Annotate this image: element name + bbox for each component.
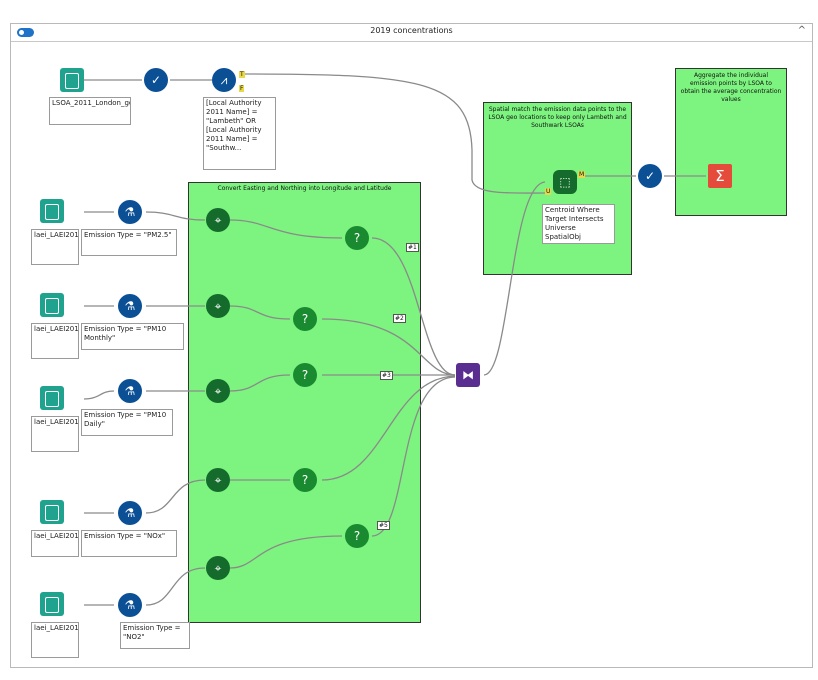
annotation-input-5: laei_LAEI2019v3_CorNOx15_NO2.csv — [31, 622, 79, 658]
connection-label-2: #2 — [393, 314, 406, 323]
anchor-label-U: U — [545, 188, 552, 195]
container-titlebar: 2019 concentrations ^ — [11, 24, 812, 42]
annotation-input-2: laei_LAEI2019v3_CorNOx15_PM10m.csv — [31, 323, 79, 359]
annotation-formula-3: Emission Type = "PM10 Daily" — [81, 409, 173, 436]
annotation-formula-1: Emission Type = "PM2.5" — [81, 229, 177, 256]
input-data-icon-4[interactable] — [40, 500, 64, 524]
formula-tool-icon-4[interactable]: ⚗ — [118, 501, 142, 525]
formula-tool-icon-1[interactable]: ⚗ — [118, 200, 142, 224]
spatial-tool-icon-5[interactable]: ⌖ — [206, 556, 230, 580]
input-data-icon-2[interactable] — [40, 293, 64, 317]
container-convert[interactable]: Convert Easting and Northing into Longit… — [188, 182, 421, 623]
connection-label-1: #1 — [406, 243, 419, 252]
annotation-formula-5: Emission Type = "NO2" — [120, 622, 190, 649]
anchor-label-T: T — [239, 71, 245, 78]
anchor-label-M: M — [578, 171, 586, 178]
connection-label-3: #3 — [380, 371, 393, 380]
detour-tool-icon-1[interactable]: ? — [345, 226, 369, 250]
collapse-icon[interactable]: ^ — [797, 25, 806, 36]
window-title: 2019 concentrations — [370, 26, 453, 35]
summarize-tool-icon[interactable]: Σ — [708, 164, 732, 188]
formula-tool-icon-2[interactable]: ⚗ — [118, 294, 142, 318]
annotation-input-1: laei_LAEI2019v3_CorNOx15_PM25.csv — [31, 229, 79, 265]
toggle-icon[interactable] — [17, 28, 34, 37]
spatial-tool-icon-4[interactable]: ⌖ — [206, 468, 230, 492]
union-tool-icon[interactable]: ⧓ — [456, 363, 480, 387]
filter-tool-icon[interactable]: ⩘ — [212, 68, 236, 92]
spatial-match-tool-icon[interactable]: ⬚ — [553, 170, 577, 194]
container-aggregate-title: Aggregate the individual emission points… — [680, 72, 782, 103]
annotation-formula-2: Emission Type = "PM10 Monthly" — [81, 323, 184, 350]
formula-tool-icon-5[interactable]: ⚗ — [118, 593, 142, 617]
select-tool-icon-2[interactable]: ✓ — [638, 164, 662, 188]
input-data-icon-3[interactable] — [40, 386, 64, 410]
formula-tool-icon-3[interactable]: ⚗ — [118, 379, 142, 403]
detour-tool-icon-5[interactable]: ? — [345, 524, 369, 548]
container-convert-title: Convert Easting and Northing into Longit… — [217, 185, 392, 192]
detour-tool-icon-3[interactable]: ? — [293, 363, 317, 387]
annotation-input-4: laei_LAEI2019v3_CorNOx15_NOx.csv — [31, 530, 79, 557]
annotation-spatial-match: Centroid Where Target Intersects Univers… — [542, 204, 615, 244]
select-tool-icon[interactable]: ✓ — [144, 68, 168, 92]
connection-label-5: #5 — [377, 521, 390, 530]
anchor-label-F: F — [239, 85, 245, 92]
detour-tool-icon-2[interactable]: ? — [293, 307, 317, 331]
annotation-lsoa-input: LSOA_2011_London_gen_MHW.shp — [49, 97, 131, 125]
spatial-tool-icon-3[interactable]: ⌖ — [206, 379, 230, 403]
input-data-icon[interactable] — [60, 68, 84, 92]
container-spatial-title: Spatial match the emission data points t… — [488, 106, 627, 129]
spatial-tool-icon-1[interactable]: ⌖ — [206, 208, 230, 232]
spatial-tool-icon-2[interactable]: ⌖ — [206, 294, 230, 318]
annotation-filter: [Local Authority 2011 Name] = "Lambeth" … — [203, 97, 276, 170]
annotation-formula-4: Emission Type = "NOx" — [81, 530, 177, 557]
input-data-icon-1[interactable] — [40, 199, 64, 223]
input-data-icon-5[interactable] — [40, 592, 64, 616]
annotation-input-3: laei_LAEI2019v3_CorNOx15_PM10d.csv — [31, 416, 79, 452]
container-aggregate[interactable]: Aggregate the individual emission points… — [675, 68, 787, 216]
detour-tool-icon-4[interactable]: ? — [293, 468, 317, 492]
